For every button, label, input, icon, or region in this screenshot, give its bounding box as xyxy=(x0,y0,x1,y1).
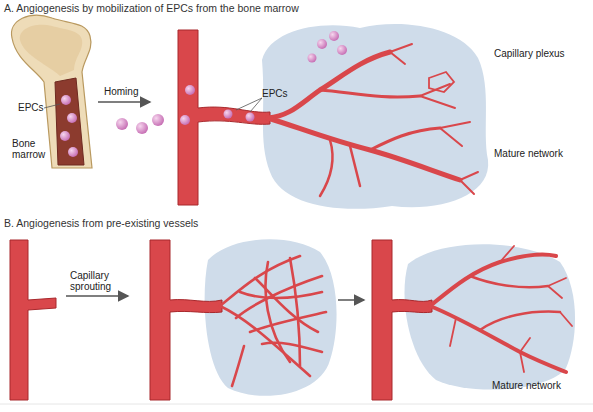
maturation-arrow xyxy=(338,299,364,301)
sprouting-arrow xyxy=(66,295,128,297)
process-label: Capillary sprouting xyxy=(70,270,130,292)
panel-title: A. Angiogenesis by mobilization of EPCs … xyxy=(4,3,299,14)
panel-title: B. Angiogenesis from pre-existing vessel… xyxy=(4,218,198,229)
blood-vessel xyxy=(150,240,326,400)
homing-arrow xyxy=(98,101,150,103)
process-label: Homing xyxy=(104,86,164,97)
region-label: Bone marrow xyxy=(12,138,52,160)
structure-label: Capillary plexus xyxy=(494,48,589,59)
bone xyxy=(12,15,92,168)
blood-vessel xyxy=(372,240,572,400)
blood-vessel xyxy=(178,30,478,205)
cell-label: EPCs xyxy=(18,102,58,113)
structure-label: Mature network xyxy=(492,380,587,391)
blood-vessel xyxy=(10,240,56,400)
cell-label: EPCs xyxy=(262,88,302,99)
structure-label: Mature network xyxy=(494,148,589,159)
